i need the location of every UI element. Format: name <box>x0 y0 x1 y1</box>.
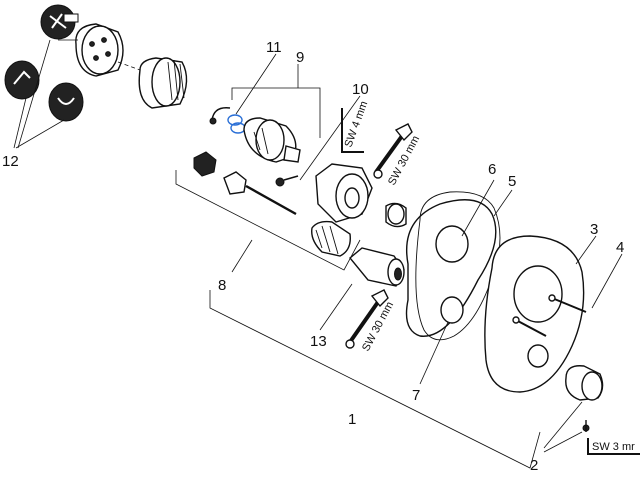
part-10-nut <box>315 163 373 223</box>
callout-12: 12 <box>2 153 19 170</box>
callout-labels: 12 11 9 10 6 5 3 4 8 13 7 1 2 <box>2 39 624 474</box>
o-ring-blue <box>227 114 246 134</box>
callout-7: 7 <box>412 387 420 404</box>
dark-cap-right <box>48 82 84 122</box>
small-ring <box>385 202 407 228</box>
part-13-extension-sleeve <box>349 247 405 287</box>
small-screw <box>275 175 299 187</box>
callout-1: 1 <box>348 411 356 428</box>
label-wrench-30-top: SW 30 mm <box>386 134 422 188</box>
callout-8: 8 <box>218 277 226 294</box>
part-6-gasket-large <box>405 199 497 337</box>
part-11-clip <box>209 107 231 125</box>
callout-4: 4 <box>616 239 624 256</box>
part-2-knob <box>565 365 604 401</box>
callout-5: 5 <box>508 173 516 190</box>
label-hex-4mm: SW 4 mm <box>343 100 371 149</box>
part-3-cover-plate <box>484 235 585 393</box>
part-7-gasket-small <box>440 296 464 324</box>
callout-10: 10 <box>352 81 369 98</box>
dark-cap-top <box>40 4 79 40</box>
wrench-30mm-bottom-icon <box>345 289 389 349</box>
callout-9: 9 <box>296 49 304 66</box>
diverter-spindle <box>223 171 297 216</box>
diverter-body <box>311 220 351 257</box>
label-hex-3mm: SW 3 mr <box>592 441 635 453</box>
callout-11: 11 <box>266 39 282 56</box>
callout-2: 2 <box>530 457 538 474</box>
hex-key-4mm-icon <box>341 108 364 153</box>
dark-cap-left <box>4 60 40 100</box>
wrench-30mm-top-icon <box>373 123 413 179</box>
threaded-sleeve <box>138 57 188 109</box>
part-4-screws <box>512 294 587 337</box>
hex-key-3mm-icon <box>587 438 640 455</box>
part-12-handle-caps <box>4 4 141 122</box>
callout-13: 13 <box>310 333 327 350</box>
callout-3: 3 <box>590 221 598 238</box>
handle-knob <box>75 23 124 77</box>
part-8-diverter-assembly <box>193 151 351 257</box>
leader-lines <box>13 39 623 469</box>
label-wrench-30-bottom: SW 30 mm <box>360 300 396 354</box>
diverter-head <box>193 151 217 177</box>
grub-screw <box>582 420 590 432</box>
callout-6: 6 <box>488 161 496 178</box>
part-9-thermostat-cartridge <box>243 117 301 163</box>
